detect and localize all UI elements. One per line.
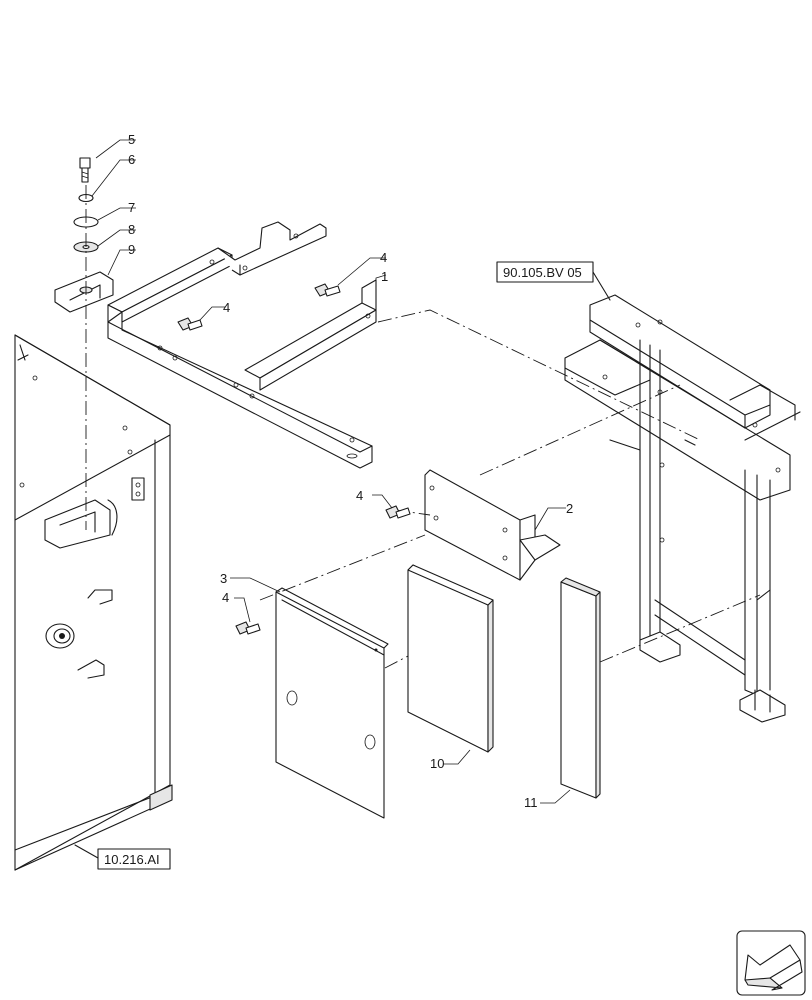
bolt-4d (235, 621, 261, 635)
callout-2: 2 (566, 501, 573, 516)
callout-4-cover: 4 (222, 590, 229, 605)
callout-numbers: 1 2 3 4 4 4 4 5 6 7 8 9 10 11 (128, 132, 573, 810)
callout-9: 9 (128, 242, 135, 257)
callout-1: 1 (381, 269, 388, 284)
bracket-2 (424, 469, 561, 581)
support-frame-1 (107, 221, 377, 469)
callout-6: 6 (128, 152, 135, 167)
strip-11 (560, 577, 601, 799)
callout-4-top: 4 (380, 250, 387, 265)
callout-10: 10 (430, 756, 444, 771)
pad-10 (407, 564, 494, 753)
bolt-5 (79, 157, 91, 183)
tank-body (14, 334, 173, 871)
tank-reference[interactable]: 10.216.AI (74, 844, 171, 870)
bolt-4a (314, 283, 341, 297)
frame-reference[interactable]: 90.105.BV 05 (496, 261, 611, 301)
frame-reference-label: 90.105.BV 05 (503, 265, 582, 280)
callout-4-frame: 4 (223, 300, 230, 315)
tank-reference-label: 10.216.AI (104, 852, 160, 867)
callout-3: 3 (220, 571, 227, 586)
bolt-4b (177, 317, 203, 331)
callout-8: 8 (128, 222, 135, 237)
bracket-9 (54, 271, 114, 313)
callout-5: 5 (128, 132, 135, 147)
cover-panel-3 (275, 587, 389, 819)
callout-4-bracket: 4 (356, 488, 363, 503)
callout-11: 11 (524, 795, 538, 810)
arrow-icon[interactable] (736, 930, 806, 996)
bolt-4c (385, 505, 411, 519)
callout-leaders (91, 139, 571, 804)
right-frame-assembly (564, 294, 801, 723)
callout-7: 7 (128, 200, 135, 215)
